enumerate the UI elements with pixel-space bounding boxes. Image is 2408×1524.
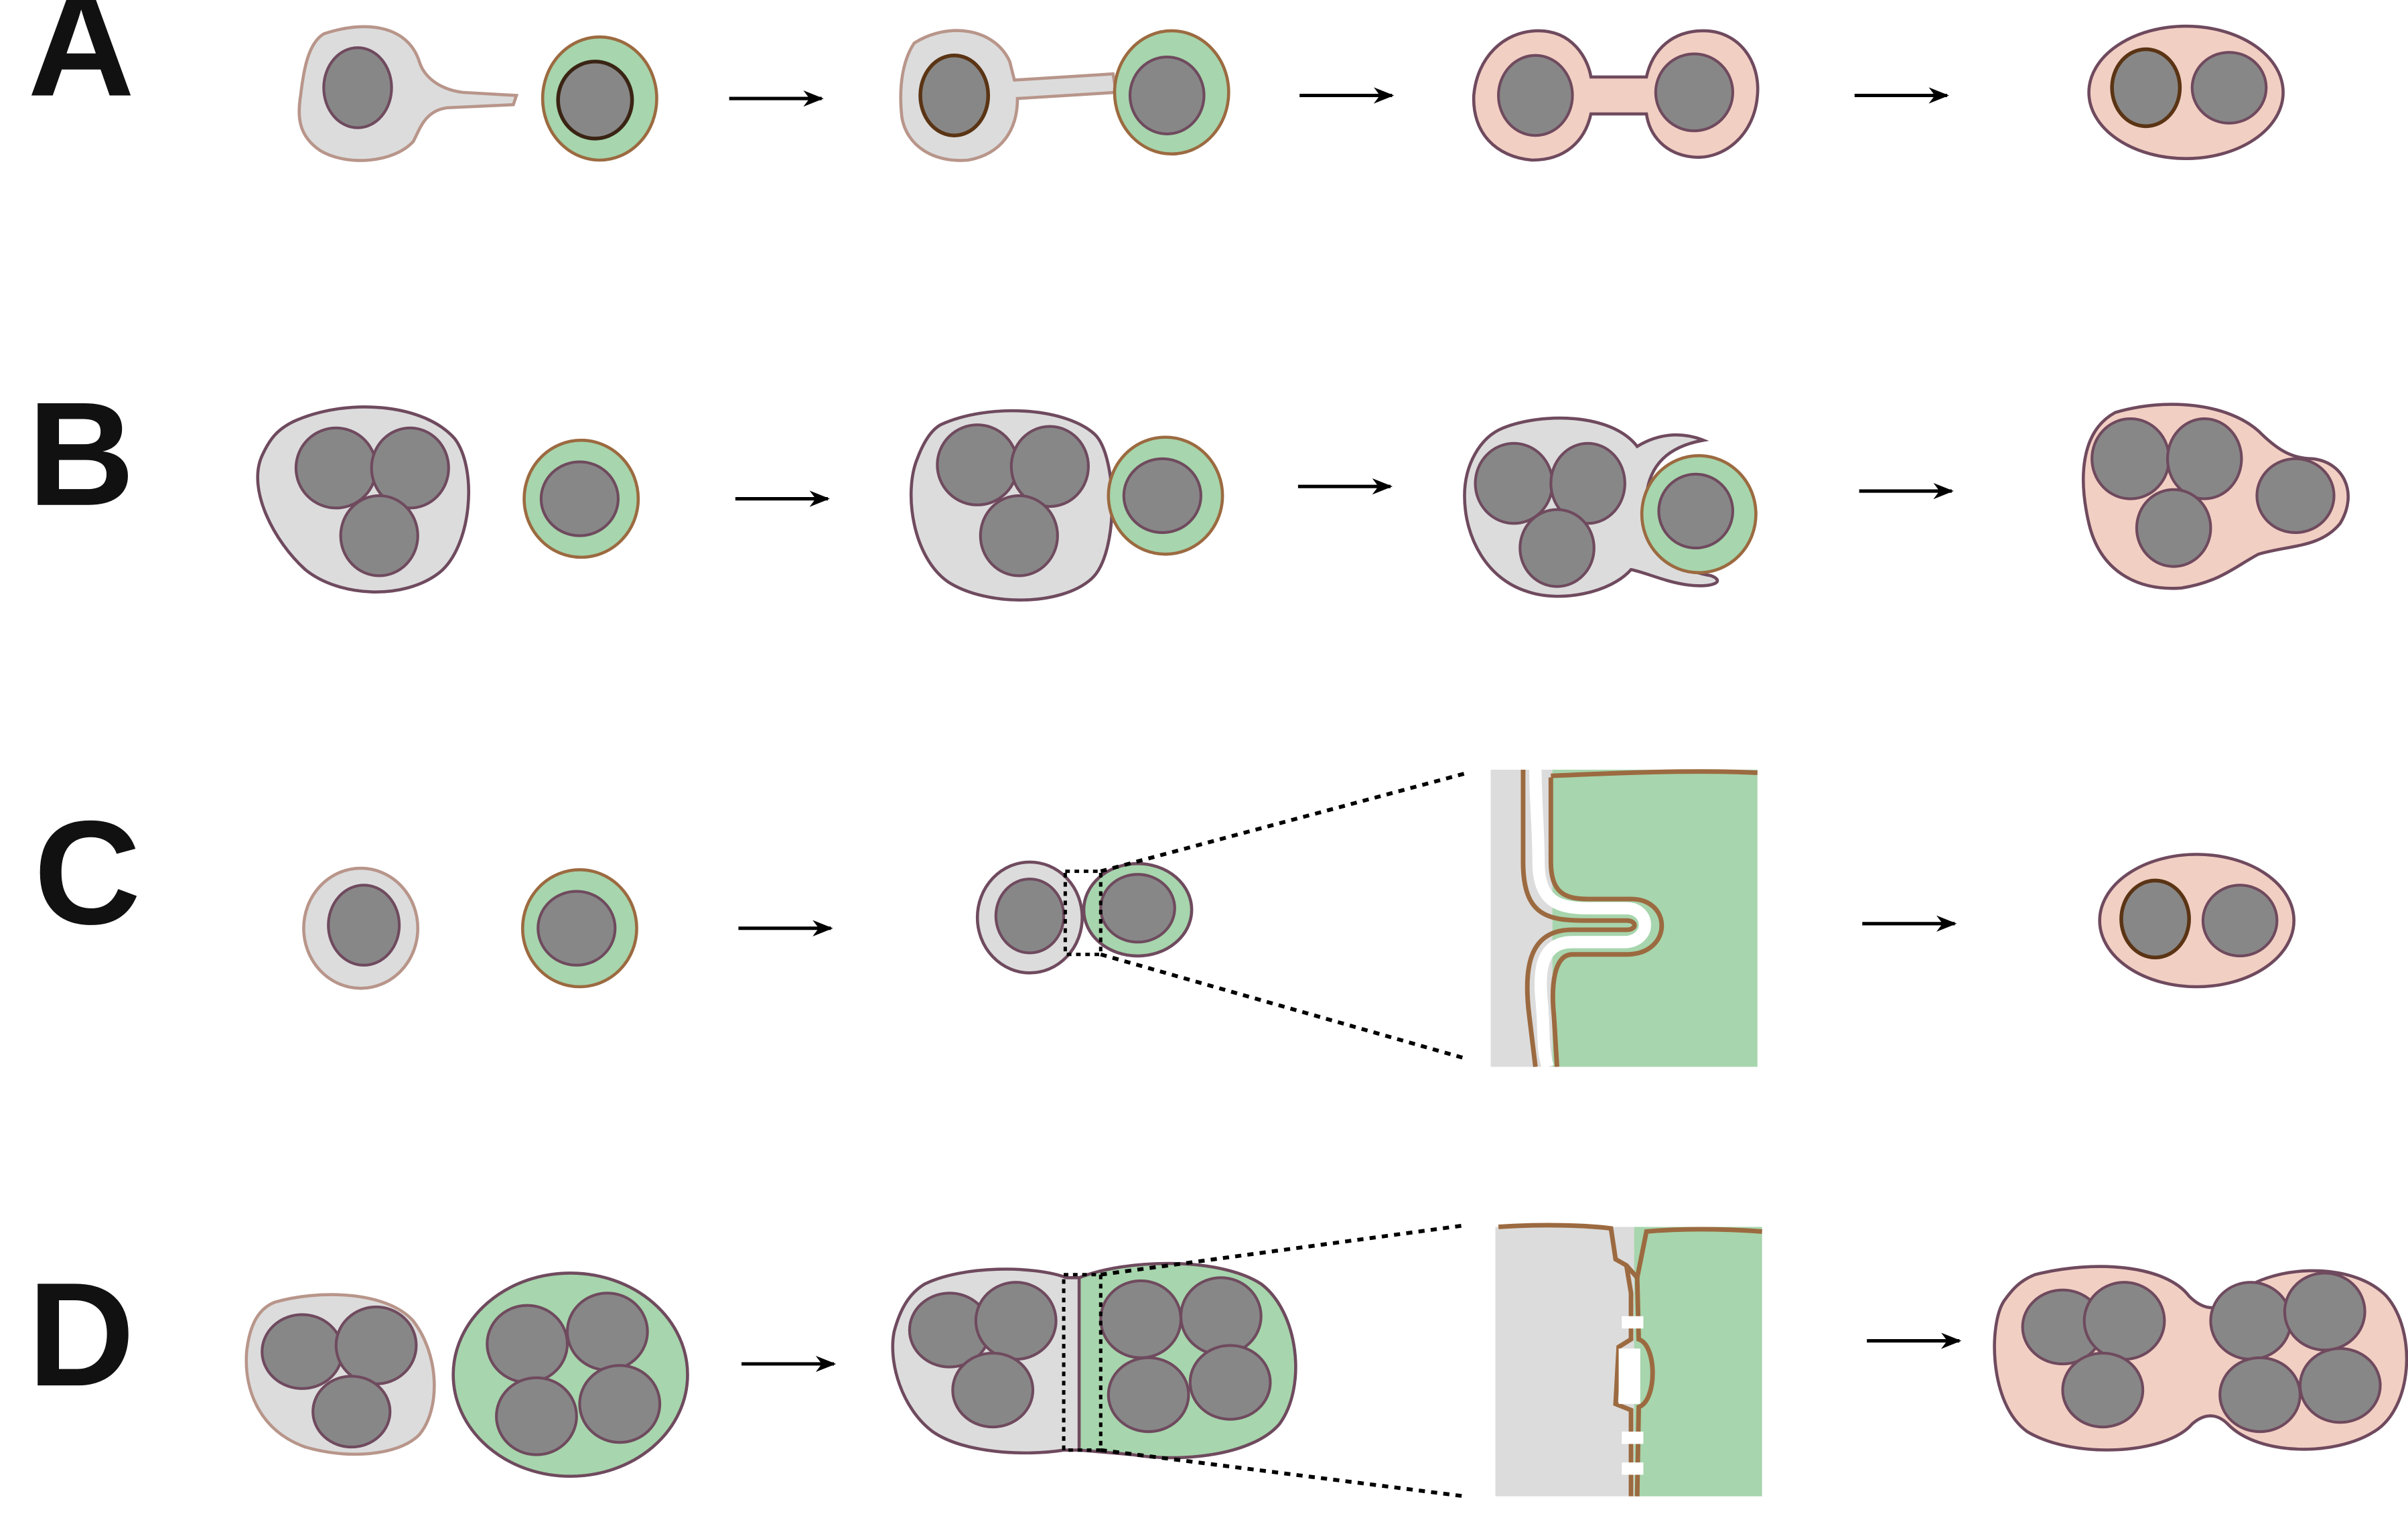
nucleus [951,1351,1035,1429]
nucleus [261,1313,344,1390]
green-cell [451,1271,689,1478]
fusion-pore-icon [1622,1432,1644,1444]
nucleus [1099,873,1176,944]
inset-green-side [1634,1227,1762,1497]
zoom-guide-line [1100,1223,1465,1277]
nucleus [1657,472,1734,550]
row-d-stage-2 [891,1223,1465,1499]
nucleus [2110,47,2182,129]
fusion-pore-line [1613,1265,1634,1497]
membrane-line [1551,769,1758,778]
nucleus [334,1305,418,1385]
nucleus [1518,508,1596,588]
nucleus [918,53,991,137]
nucleus [1128,55,1206,135]
nucleus [537,890,617,967]
row-c-stage-4 [2098,853,2295,989]
row-a-stage-3 [1472,29,1760,162]
membrane-line [1520,769,1637,1067]
fusion-pore-line [1634,1277,1655,1497]
nucleus [556,60,634,141]
row-a [297,24,2285,162]
nucleus [327,884,401,967]
row-b-stage-1 [256,405,640,594]
zoom-guide-line [1100,770,1468,874]
nucleus [1107,1356,1190,1434]
nucleus [339,494,419,577]
nucleus [2166,417,2243,500]
membrane-line [1498,1223,1762,1283]
fusion-pore-icon [1618,1348,1640,1404]
nucleus [2082,1281,2166,1361]
nucleus [2190,51,2268,125]
row-d-inset-membrane-closeup [1495,1223,1762,1497]
nucleus [2119,878,2191,960]
nucleus [2061,1351,2145,1429]
row-c-stage-2 [975,770,1468,1061]
zoom-region-box [1062,1273,1103,1452]
nucleus [2201,884,2279,958]
nucleus [1188,1344,1272,1421]
row-a-stage-1 [297,25,658,162]
nucleus [311,1375,392,1449]
row-d-stage-1 [244,1271,689,1478]
zoom-guide-line [1100,952,1468,1061]
row-a-stage-2 [899,29,1230,162]
row-b [256,403,2350,602]
nucleus [486,1304,569,1384]
row-d-stage-4 [1993,1265,2408,1452]
nucleus [1549,441,1626,525]
nucleus [974,1281,1058,1361]
nucleus [2298,1346,2382,1424]
fusion-pore-icon [1622,1316,1644,1329]
nucleus [294,426,378,510]
row-c-stage-1 [302,866,638,990]
row-b-stage-2 [909,409,1224,602]
nucleus [1474,441,1554,525]
fusion-pore-icon [1622,1462,1644,1475]
row-c-inset-membrane-closeup [1490,769,1758,1069]
inset-gray-side [1495,1227,1634,1497]
nucleus [539,460,620,537]
row-label-c: C [34,790,141,955]
nucleus [322,46,393,129]
nucleus [936,423,1019,506]
row-b-stage-4 [2082,403,2350,590]
row-c [302,769,2295,1069]
nucleus [979,494,1059,577]
nucleus [1099,1279,1183,1359]
nucleus [2283,1271,2366,1352]
nucleus [994,878,1066,955]
nucleus [578,1364,662,1444]
zoom-region-box [1063,870,1103,957]
nucleus [2209,1281,2293,1361]
nucleus [370,426,450,510]
row-label-d: D [27,1251,135,1417]
row-d [244,1223,2408,1499]
nucleus [1497,54,1574,137]
nucleus [1654,52,1734,133]
nucleus [2255,457,2336,535]
nucleus [2218,1356,2301,1434]
nucleus [1122,457,1202,535]
nucleus [2091,417,2171,500]
nucleus [1009,425,1090,508]
row-label-a: A [27,0,135,127]
nucleus [565,1292,649,1372]
row-label-b: B [27,371,135,537]
nucleus [495,1376,578,1456]
row-b-stage-3 [1463,416,1758,598]
membrane-invagination [1529,769,1651,1069]
nucleus [2135,488,2212,568]
membrane-line [1548,777,1665,1067]
row-a-stage-4 [2087,24,2285,160]
zoom-guide-line [1100,1448,1465,1499]
nucleus [1179,1276,1263,1357]
